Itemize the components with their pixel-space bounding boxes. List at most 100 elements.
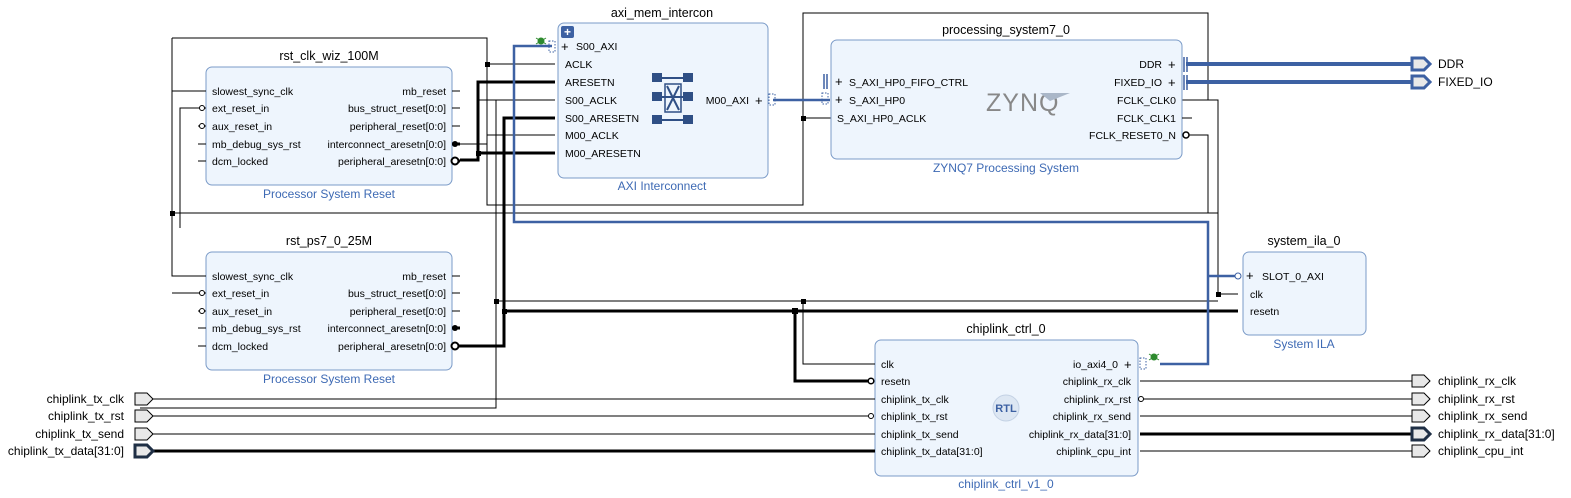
pin-s00-aclk[interactable]: S00_ACLK bbox=[565, 95, 617, 107]
pin-dcm-locked[interactable]: dcm_locked bbox=[212, 156, 268, 168]
net-interconnect-aresetn[interactable] bbox=[460, 99, 555, 145]
pin-mb-debug-sys-rst[interactable]: mb_debug_sys_rst bbox=[212, 323, 301, 335]
svg-text:chiplink_cpu_int: chiplink_cpu_int bbox=[1438, 444, 1524, 458]
expand-icon[interactable]: + bbox=[561, 25, 574, 39]
pin-m00-aclk[interactable]: M00_ACLK bbox=[565, 130, 619, 142]
pin-peripheral-reset[interactable]: peripheral_reset[0:0] bbox=[350, 306, 446, 318]
expand-plus-icon[interactable]: + bbox=[1246, 268, 1254, 283]
expand-plus-icon[interactable]: + bbox=[1168, 57, 1176, 72]
pin-dcm-locked[interactable]: dcm_locked bbox=[212, 341, 268, 353]
pin-fclk-clk1[interactable]: FCLK_CLK1 bbox=[1117, 113, 1176, 125]
net-clk-row[interactable] bbox=[140, 100, 1218, 409]
port-chiplink-rx-clk[interactable]: chiplink_rx_clk bbox=[1411, 374, 1517, 388]
left-pins: clk resetn chiplink_tx_clk chiplink_tx_r… bbox=[867, 359, 983, 458]
pin-chiplink-cpu-int[interactable]: chiplink_cpu_int bbox=[1056, 446, 1131, 458]
pin-chiplink-rx-rst[interactable]: chiplink_rx_rst bbox=[1064, 394, 1131, 406]
expand-plus-icon[interactable]: + bbox=[1168, 75, 1176, 90]
port-chiplink-tx-rst[interactable]: chiplink_tx_rst bbox=[48, 409, 154, 423]
block-title: axi_mem_intercon bbox=[611, 6, 713, 20]
expand-plus-icon[interactable]: + bbox=[835, 92, 843, 107]
pin-aresetn[interactable]: ARESETN bbox=[565, 77, 615, 89]
net-axi-s00[interactable] bbox=[512, 44, 1238, 366]
port-chiplink-rx-send[interactable]: chiplink_rx_send bbox=[1411, 409, 1527, 423]
pin-fixed-io[interactable]: FIXED_IO bbox=[1114, 77, 1162, 89]
pin-slot-0-axi[interactable]: SLOT_0_AXI bbox=[1262, 271, 1324, 283]
port-ddr[interactable]: DDR bbox=[1410, 56, 1464, 72]
port-chiplink-tx-clk[interactable]: chiplink_tx_clk bbox=[47, 392, 154, 406]
pin-ddr[interactable]: DDR bbox=[1139, 59, 1162, 71]
pin-peripheral-aresetn[interactable]: peripheral_aresetn[0:0] bbox=[338, 156, 446, 168]
pin-ext-reset-in[interactable]: ext_reset_in bbox=[212, 288, 269, 300]
pin-s00-axi[interactable]: S00_AXI bbox=[576, 41, 617, 53]
net-fclk-reset[interactable] bbox=[1186, 134, 1209, 213]
pin-peripheral-aresetn[interactable]: peripheral_aresetn[0:0] bbox=[338, 341, 446, 353]
net-clk-ps7[interactable] bbox=[171, 213, 198, 277]
pin-aux-reset-in[interactable]: aux_reset_in bbox=[212, 121, 272, 133]
pin-mb-debug-sys-rst[interactable]: mb_debug_sys_rst bbox=[212, 139, 301, 151]
debug-icon bbox=[1148, 353, 1160, 361]
pin-chiplink-rx-clk[interactable]: chiplink_rx_clk bbox=[1063, 376, 1132, 388]
block-system-ila-0[interactable]: system_ila_0 + SLOT_0_AXI clk resetn Sys… bbox=[1234, 234, 1367, 351]
block-subtitle: Processor System Reset bbox=[263, 187, 396, 201]
pin-clk[interactable]: clk bbox=[1250, 289, 1264, 301]
interconnect-icon bbox=[652, 73, 693, 124]
pin-resetn[interactable]: resetn bbox=[1250, 306, 1279, 318]
svg-text:chiplink_rx_rst: chiplink_rx_rst bbox=[1438, 392, 1515, 406]
pin-s-axi-hp0-fifo-ctrl[interactable]: S_AXI_HP0_FIFO_CTRL bbox=[849, 77, 968, 89]
pin-mb-reset[interactable]: mb_reset bbox=[402, 271, 446, 283]
right-pins: DDR FIXED_IO + + FCLK_CLK0 FCLK_CLK1 FCL… bbox=[1089, 57, 1192, 142]
pin-interconnect-aresetn[interactable]: interconnect_aresetn[0:0] bbox=[328, 323, 447, 335]
pin-m00-aresetn[interactable]: M00_ARESETN bbox=[565, 148, 641, 160]
block-chiplink-ctrl-0[interactable]: chiplink_ctrl_0 clk resetn chiplink_tx_c… bbox=[867, 322, 1160, 491]
pin-fclk-clk0[interactable]: FCLK_CLK0 bbox=[1117, 95, 1176, 107]
port-chiplink-rx-data[interactable]: chiplink_rx_data[31:0] bbox=[1410, 426, 1555, 442]
pin-peripheral-reset[interactable]: peripheral_reset[0:0] bbox=[350, 121, 446, 133]
port-chiplink-cpu-int[interactable]: chiplink_cpu_int bbox=[1411, 444, 1524, 458]
pin-chiplink-tx-data[interactable]: chiplink_tx_data[31:0] bbox=[881, 446, 983, 458]
pin-aux-reset-in[interactable]: aux_reset_in bbox=[212, 306, 272, 318]
port-chiplink-rx-rst[interactable]: chiplink_rx_rst bbox=[1411, 392, 1515, 406]
pin-chiplink-rx-send[interactable]: chiplink_rx_send bbox=[1053, 411, 1131, 423]
net-peripheral-aresetn[interactable] bbox=[460, 80, 1238, 383]
port-chiplink-tx-data[interactable]: chiplink_tx_data[31:0] bbox=[8, 443, 156, 459]
svg-text:FIXED_IO: FIXED_IO bbox=[1438, 75, 1493, 89]
net-ext-reset[interactable] bbox=[172, 107, 198, 294]
pin-ext-reset-in[interactable]: ext_reset_in bbox=[212, 103, 269, 115]
axi-port-marker bbox=[548, 40, 556, 53]
port-fixed-io[interactable]: FIXED_IO bbox=[1410, 74, 1493, 90]
probe-icon bbox=[1234, 272, 1242, 280]
port-chiplink-tx-send[interactable]: chiplink_tx_send bbox=[35, 427, 154, 441]
pin-aclk[interactable]: ACLK bbox=[565, 59, 592, 71]
pin-chiplink-tx-rst[interactable]: chiplink_tx_rst bbox=[881, 411, 948, 423]
pin-s-axi-hp0[interactable]: S_AXI_HP0 bbox=[849, 95, 905, 107]
right-pins: mb_reset bus_struct_reset[0:0] periphera… bbox=[328, 271, 460, 353]
expand-plus-icon[interactable]: + bbox=[561, 39, 569, 54]
pin-chiplink-tx-send[interactable]: chiplink_tx_send bbox=[881, 429, 959, 441]
pin-bus-struct-reset[interactable]: bus_struct_reset[0:0] bbox=[348, 103, 446, 115]
block-rst-ps7-0-25m[interactable]: rst_ps7_0_25M slowest_sync_clk ext_reset… bbox=[198, 234, 460, 386]
block-axi-mem-intercon[interactable]: axi_mem_intercon + + S00_AXI ACLK ARESET… bbox=[535, 6, 776, 193]
left-pins: slowest_sync_clk ext_reset_in aux_reset_… bbox=[198, 86, 301, 168]
pin-io-axi4-0[interactable]: io_axi4_0 bbox=[1073, 359, 1118, 371]
pin-resetn[interactable]: resetn bbox=[881, 376, 910, 388]
block-processing-system7-0[interactable]: processing_system7_0 + + S_AXI_HP0_FIFO_… bbox=[821, 23, 1192, 175]
net-fclk-clk0[interactable] bbox=[171, 12, 1238, 295]
pin-bus-struct-reset[interactable]: bus_struct_reset[0:0] bbox=[348, 288, 446, 300]
pin-clk[interactable]: clk bbox=[881, 359, 895, 371]
expand-plus-icon[interactable]: + bbox=[755, 93, 763, 108]
expand-plus-icon[interactable]: + bbox=[1124, 357, 1132, 372]
block-rst-clk-wiz-100m[interactable]: rst_clk_wiz_100M slowest_sync_clk ext_re… bbox=[198, 49, 460, 201]
svg-text:chiplink_tx_rst: chiplink_tx_rst bbox=[48, 409, 125, 423]
pin-s00-aresetn[interactable]: S00_ARESETN bbox=[565, 113, 639, 125]
pin-chiplink-rx-data[interactable]: chiplink_rx_data[31:0] bbox=[1029, 429, 1131, 441]
pin-fclk-reset0-n[interactable]: FCLK_RESET0_N bbox=[1089, 130, 1176, 142]
expand-plus-icon[interactable]: + bbox=[835, 74, 843, 89]
pin-chiplink-tx-clk[interactable]: chiplink_tx_clk bbox=[881, 394, 949, 406]
pin-slowest-sync-clk[interactable]: slowest_sync_clk bbox=[212, 86, 294, 98]
pin-m00-axi[interactable]: M00_AXI bbox=[706, 95, 749, 107]
pin-interconnect-aresetn[interactable]: interconnect_aresetn[0:0] bbox=[328, 139, 447, 151]
pin-slowest-sync-clk[interactable]: slowest_sync_clk bbox=[212, 271, 294, 283]
pin-mb-reset[interactable]: mb_reset bbox=[402, 86, 446, 98]
pin-s-axi-hp0-aclk[interactable]: S_AXI_HP0_ACLK bbox=[837, 113, 926, 125]
